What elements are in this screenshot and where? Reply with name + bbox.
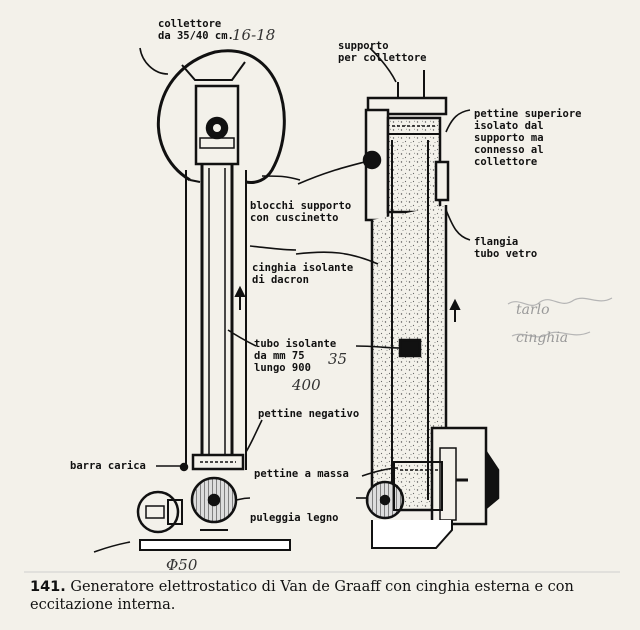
label-pettine-massa: pettine a massa (254, 468, 349, 480)
label-tubo-isolante: tubo isolante da mm 75 lungo 900 (254, 338, 337, 374)
leader-lines (139, 47, 471, 501)
label-blocchi-supporto: blocchi supporto con cuscinetto (250, 200, 352, 224)
handwritten-margin-note: tarlo cinghia (516, 302, 569, 346)
right-generator (362, 70, 500, 549)
label-cinghia: cinghia isolante di dacron (252, 262, 354, 286)
label-pettine-negativo: pettine negativo (258, 408, 360, 420)
caption-text: Generatore elettrostatico di Van de Graa… (30, 579, 574, 613)
label-pettine-superiore: pettine superiore isolato dal supporto m… (474, 108, 582, 168)
handwritten-tube-diameter: 35 (328, 350, 348, 368)
label-puleggia: puleggia legno (250, 512, 339, 524)
handwritten-collector-size: 16-18 (232, 26, 276, 44)
caption-number: 141. (30, 579, 66, 595)
left-generator (93, 49, 291, 553)
margin-scribble (507, 297, 613, 338)
label-flangia: flangia tubo vetro (474, 236, 538, 260)
label-collettore: collettore da 35/40 cm. (158, 18, 234, 42)
label-barra-carica: barra carica (70, 460, 146, 472)
handwritten-tube-length: 400 (292, 376, 321, 394)
left-base (139, 539, 291, 551)
belt-direction-arrows (234, 285, 461, 322)
figure-caption: 141. Generatore elettrostatico di Van de… (30, 578, 630, 614)
right-base (371, 520, 453, 549)
motor (136, 490, 180, 534)
label-supporto: supporto per collettore (338, 40, 427, 64)
handwritten-pulley-diameter: Φ50 (166, 556, 198, 574)
